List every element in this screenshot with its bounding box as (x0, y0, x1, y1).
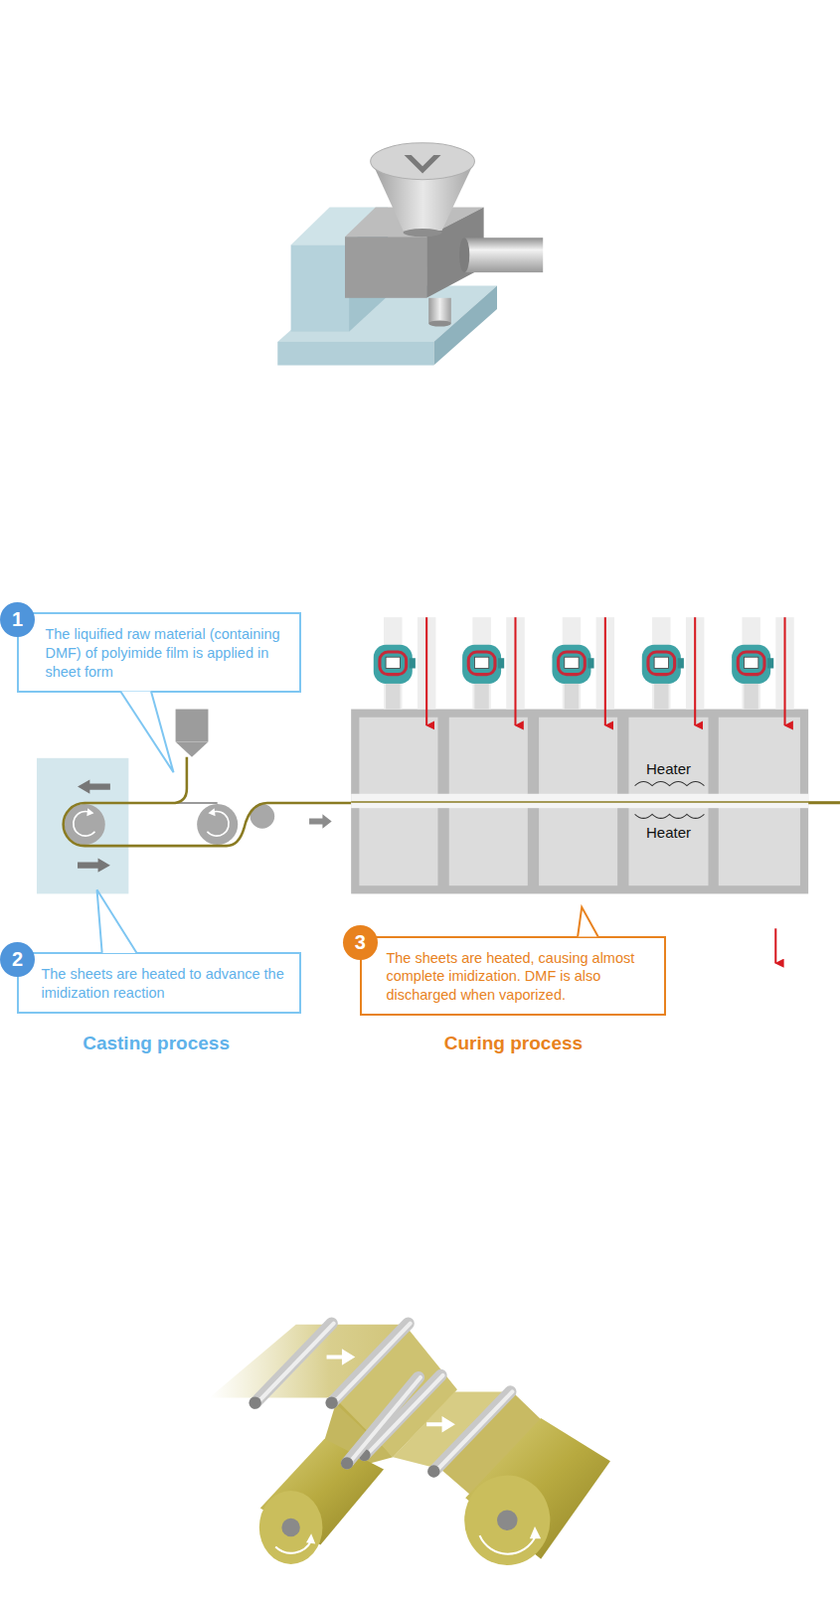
callout-text: 3 (354, 931, 366, 955)
callout-number: 3 (342, 925, 378, 961)
process-label: Curing process (444, 1032, 583, 1055)
callout-text: The sheets are heated to advance the imi… (40, 965, 291, 1004)
callout-text: 1 (11, 608, 23, 632)
casting-belt (36, 709, 840, 895)
callout-text: The liquified raw material (containing D… (44, 625, 291, 682)
gas-sensor (462, 617, 525, 726)
callout-number: 1 (0, 602, 35, 638)
gas-sensor (642, 617, 705, 726)
film-rolls (208, 1324, 610, 1566)
gas-sensor (551, 617, 615, 726)
process-label: Casting process (82, 1032, 230, 1055)
callout-number: 2 (0, 942, 35, 978)
gas-sensor (731, 617, 795, 726)
callout-tail (97, 889, 138, 954)
callout-text: 2 (11, 948, 23, 972)
callout-box: The sheets are heated, causing almost co… (359, 936, 667, 1017)
heater-label: Heater (646, 760, 691, 778)
callout-text: The sheets are heated, causing almost co… (385, 949, 657, 1007)
callout-box: The sheets are heated to advance the imi… (16, 952, 301, 1014)
gas-sensor (373, 617, 437, 726)
heater-label: Heater (646, 823, 691, 840)
callout-box: The liquified raw material (containing D… (16, 612, 301, 693)
curing-oven (350, 617, 840, 964)
callout-tail (120, 691, 173, 774)
extruder (277, 143, 543, 366)
callout-tail (577, 907, 599, 938)
